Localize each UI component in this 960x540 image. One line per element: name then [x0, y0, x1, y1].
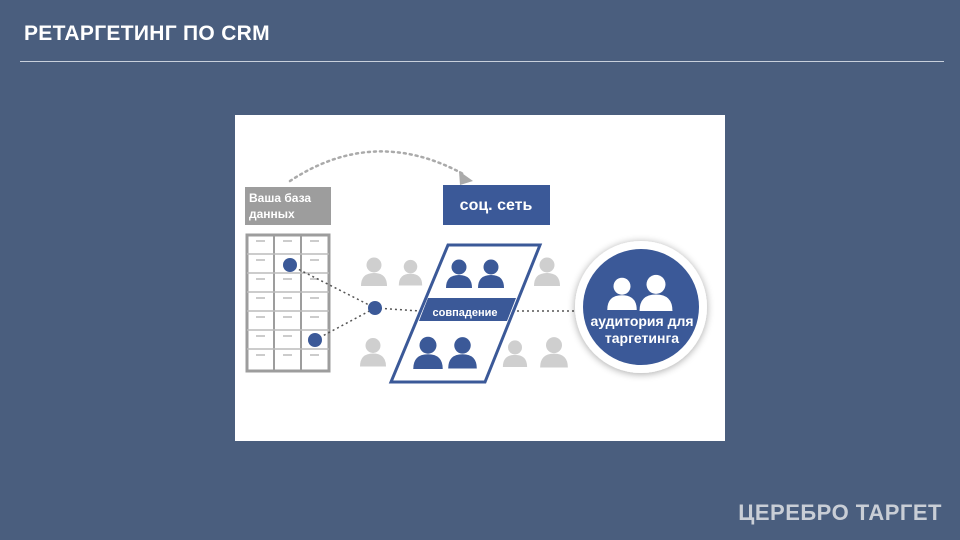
arrowhead-icon: [459, 171, 473, 185]
brand-wordmark: ЦЕРЕБРО ТАРГЕТ: [738, 500, 942, 525]
audience-label-line1: аудитория для: [590, 313, 693, 329]
transfer-arc-arrow: [288, 150, 467, 183]
merge-point-dot: [368, 301, 382, 315]
match-label-band: [419, 298, 516, 321]
connector-line: [314, 307, 376, 341]
title-divider: [20, 61, 944, 62]
database-label-box: [245, 187, 331, 225]
match-label: совпадение: [433, 307, 498, 319]
audience-label-line2: таргетинга: [605, 330, 679, 346]
user-icon: [534, 257, 560, 286]
database-table: [245, 233, 331, 373]
user-icon: [361, 257, 387, 286]
user-icon: [360, 338, 386, 367]
database-label-line1: Ваша база: [249, 191, 311, 205]
connector-line: [289, 264, 376, 309]
user-icon: [398, 259, 423, 286]
social-network-label: соц. сеть: [460, 197, 533, 214]
user-icon: [502, 340, 528, 367]
diagram-canvas: Ваша база данных: [245, 150, 707, 384]
matched-record-dot: [308, 333, 322, 347]
social-network-label-box: [443, 185, 550, 225]
matched-record-dot: [283, 258, 297, 272]
database-label-line2: данных: [249, 207, 295, 221]
crm-retargeting-diagram: Ваша база данных: [235, 115, 725, 441]
slide-title: РЕТАРГЕТИНГ ПО CRM: [24, 22, 270, 45]
user-icon: [540, 337, 568, 368]
